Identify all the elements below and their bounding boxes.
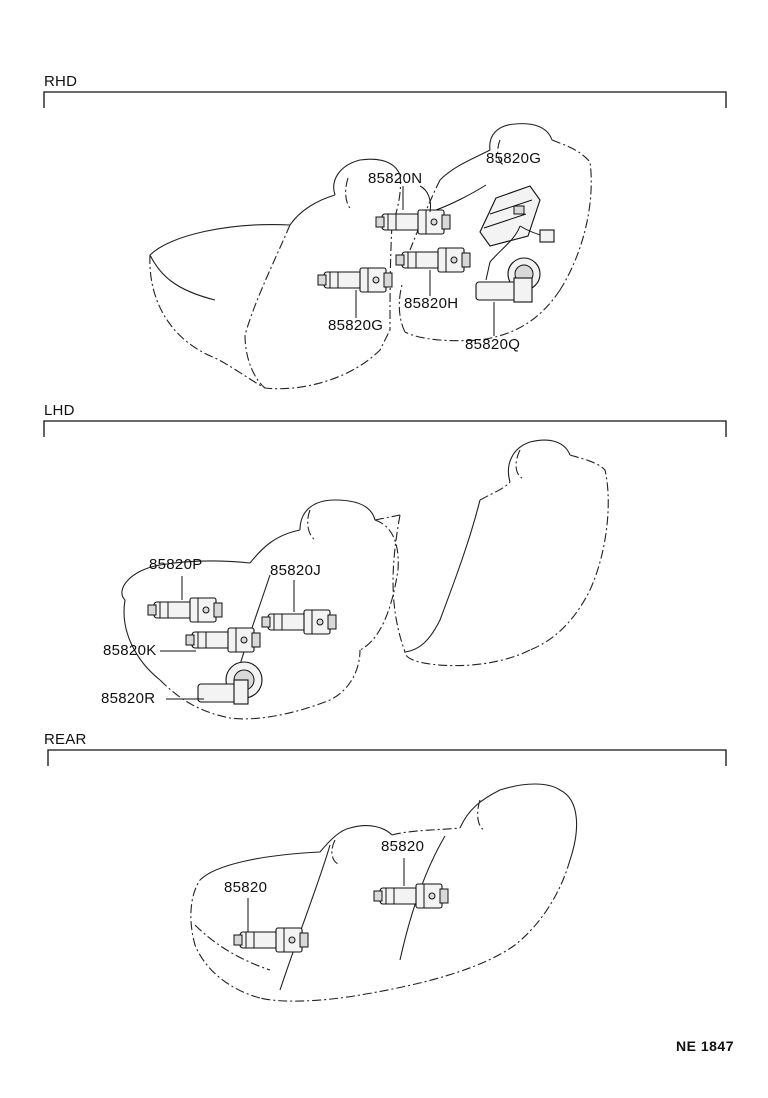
callout-rhd-85820g-top: 85820G [486, 150, 542, 167]
callout-rhd-85820g-left: 85820G [328, 317, 384, 334]
lhd-section [43, 420, 727, 720]
motor-85820q [475, 257, 541, 303]
callout-rear-85820-left: 85820 [224, 879, 268, 896]
section-label-rear: REAR [44, 731, 87, 748]
control-unit-85820g [479, 185, 555, 281]
callout-rhd-85820q: 85820Q [465, 336, 521, 353]
motor-85820n [375, 209, 451, 235]
callout-rear-85820-right: 85820 [381, 838, 425, 855]
motor-85820-rear-left [233, 927, 309, 953]
section-label-rhd: RHD [44, 73, 78, 90]
callout-lhd-85820j: 85820J [270, 562, 322, 579]
motor-85820-rear-right [373, 883, 449, 909]
lhd-right-seat [392, 439, 609, 667]
rhd-right-seat [398, 123, 592, 342]
rhd-section [43, 91, 727, 390]
figure-code: NE 1847 [676, 1038, 734, 1054]
callout-lhd-85820r: 85820R [101, 690, 156, 707]
callout-rhd-85820h: 85820H [404, 295, 459, 312]
motor-85820h [395, 247, 471, 273]
motor-85820j [261, 609, 337, 635]
motor-85820p [147, 597, 223, 623]
section-label-lhd: LHD [44, 402, 75, 419]
rear-section [47, 749, 727, 1002]
callout-lhd-85820p: 85820P [149, 556, 203, 573]
motor-85820g-left [317, 267, 393, 293]
callout-rhd-85820n: 85820N [368, 170, 423, 187]
motor-85820r [197, 661, 263, 705]
motor-85820k [185, 627, 261, 653]
callout-lhd-85820k: 85820K [103, 642, 157, 659]
